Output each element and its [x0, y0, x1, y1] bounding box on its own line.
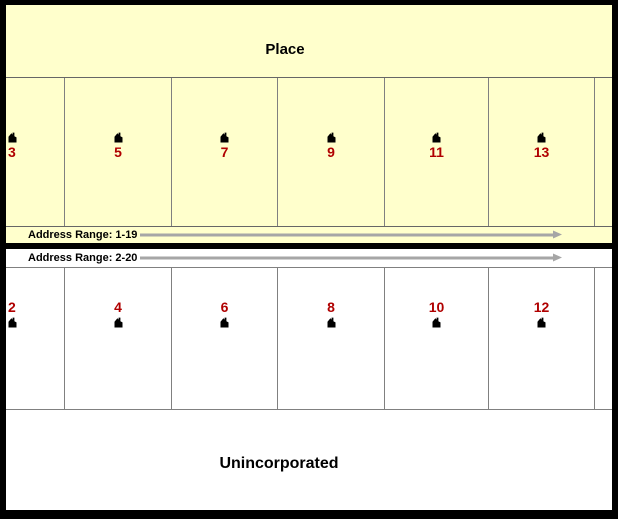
parcel-lot-empty — [595, 78, 612, 226]
house-icon — [537, 317, 546, 328]
house-icon — [432, 317, 441, 328]
diagram-canvas: Place 3 5 7 9 11 — [6, 5, 612, 510]
place-region: Place — [6, 5, 612, 78]
house-icon — [537, 132, 546, 143]
parcel-lot: 2 — [6, 268, 65, 409]
arrow-head — [553, 230, 562, 239]
house-icon — [8, 317, 17, 328]
street-centerline — [6, 243, 612, 249]
address-number: 5 — [114, 144, 122, 160]
unincorporated-region-label: Unincorporated — [219, 455, 339, 472]
address-number: 9 — [327, 144, 335, 160]
parcel-lot: 6 — [172, 268, 278, 409]
address-number: 6 — [220, 299, 229, 315]
parcel-lot: 10 — [385, 268, 489, 409]
parcel-lot: 12 — [489, 268, 595, 409]
parcel-lot: 8 — [278, 268, 385, 409]
address-number: 13 — [533, 144, 550, 160]
address-number: 10 — [428, 299, 445, 315]
parcel-lot-empty — [595, 268, 612, 409]
house-icon — [8, 132, 17, 143]
unincorporated-region: Unincorporated — [6, 410, 612, 510]
odd-range-arrow-icon — [140, 230, 562, 240]
house-icon — [327, 317, 335, 328]
parcel-lot: 4 — [65, 268, 172, 409]
even-range-strip: Address Range: 2-20 — [6, 249, 612, 267]
house-icon — [327, 132, 335, 143]
parcel-lot: 11 — [385, 78, 489, 226]
arrow-shaft — [140, 256, 554, 260]
parcel-lot: 7 — [172, 78, 278, 226]
parcel-lot: 5 — [65, 78, 172, 226]
arrow-head — [553, 253, 562, 262]
address-number: 8 — [327, 299, 335, 315]
house-icon — [220, 317, 229, 328]
address-number: 3 — [8, 144, 16, 160]
address-number: 4 — [114, 299, 122, 315]
house-icon — [432, 132, 441, 143]
even-range-arrow-icon — [140, 253, 562, 263]
parcel-grid-odd: 3 5 7 9 11 13 — [6, 78, 612, 226]
arrow-shaft — [140, 233, 554, 237]
address-number: 2 — [8, 299, 16, 315]
parcel-grid-even: 2 4 6 8 10 12 — [6, 267, 612, 410]
place-region-label: Place — [265, 41, 305, 58]
parcel-lot: 3 — [6, 78, 65, 226]
address-number: 11 — [429, 144, 444, 160]
house-icon — [220, 132, 229, 143]
odd-address-range-label: Address Range: 1-19 — [28, 229, 138, 241]
house-icon — [114, 317, 122, 328]
address-number: 12 — [533, 299, 550, 315]
address-number: 7 — [220, 144, 229, 160]
house-icon — [114, 132, 122, 143]
even-address-range-label: Address Range: 2-20 — [28, 252, 138, 264]
odd-range-strip: Address Range: 1-19 — [6, 226, 612, 243]
parcel-lot: 13 — [489, 78, 595, 226]
parcel-lot: 9 — [278, 78, 385, 226]
